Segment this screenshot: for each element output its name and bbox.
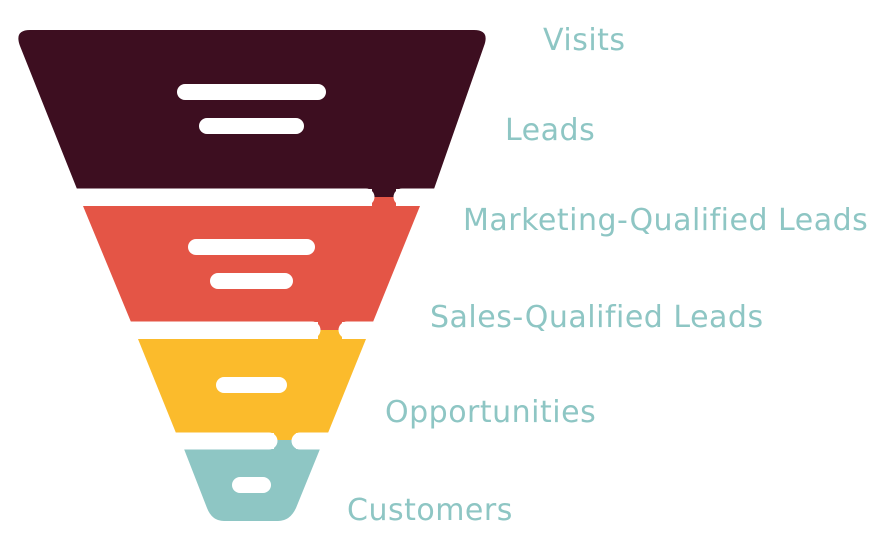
stage-label-opportunities: Opportunities bbox=[385, 395, 597, 430]
stage-label-visits: Visits bbox=[543, 23, 626, 58]
stage-label-leads: Leads bbox=[505, 113, 596, 148]
placeholder-bars bbox=[177, 84, 326, 493]
stage-label-mql: Marketing-Qualified Leads bbox=[463, 203, 869, 238]
stage-label-customers: Customers bbox=[347, 493, 513, 528]
funnel-stage-2 bbox=[83, 206, 420, 322]
gap-lines bbox=[0, 188, 609, 450]
funnel-stage-top bbox=[18, 30, 486, 189]
stage-label-sql: Sales-Qualified Leads bbox=[430, 300, 764, 335]
connector-yellow-2 bbox=[274, 429, 296, 440]
